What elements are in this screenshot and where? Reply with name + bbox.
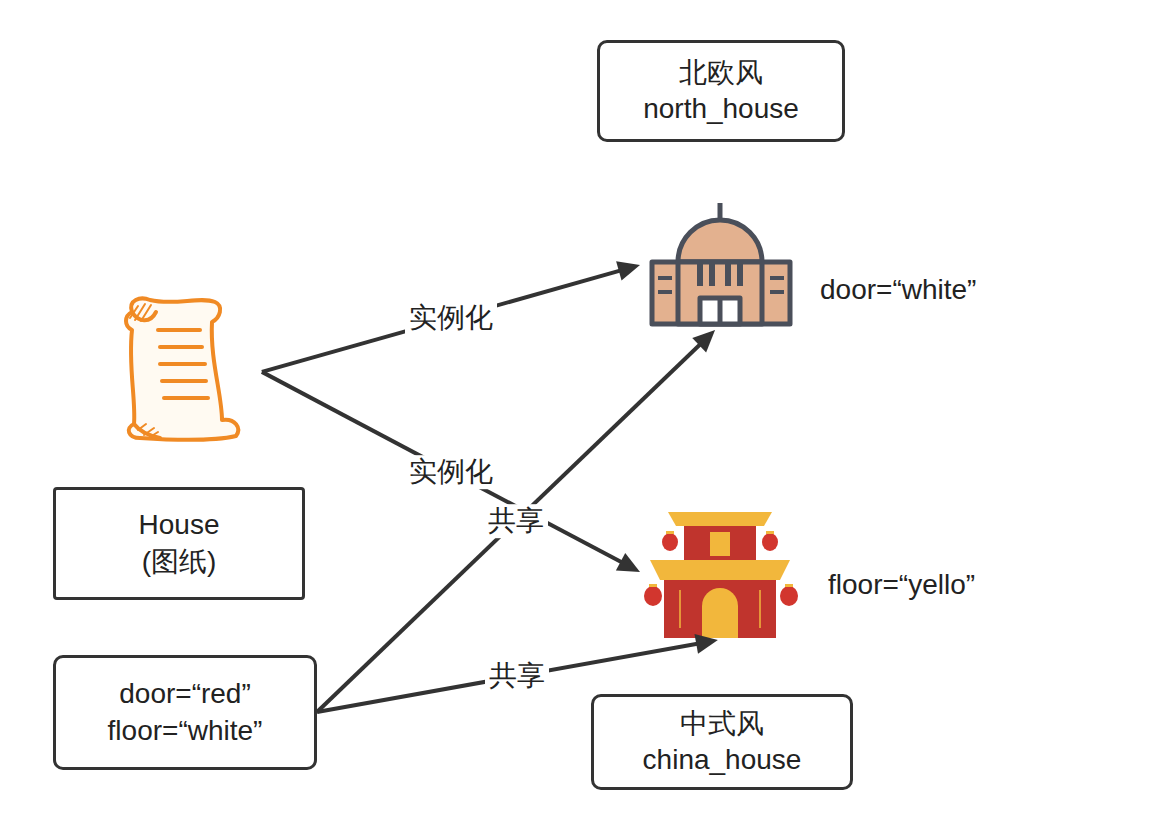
class-blueprint: House (图纸) (53, 295, 305, 600)
scroll-icon (126, 299, 238, 441)
attribute-box: door=“red” floor=“white” (53, 655, 317, 770)
edge-label: 实例化 (405, 455, 497, 489)
blueprint-frame: House (图纸) (53, 487, 305, 600)
style-box: 中式风 china_house (591, 694, 853, 790)
node-text: door=“red” floor=“white” (85, 676, 285, 749)
node-text: 北欧风 north_house (621, 55, 821, 128)
connector-arrow (317, 330, 715, 712)
arrow-head (694, 634, 717, 654)
connector-arrow (262, 261, 640, 371)
attribute-label: door=“white” (820, 272, 976, 308)
connector-arrow (262, 372, 640, 572)
house-instance: door=“white” (640, 200, 1025, 330)
connector-line (262, 270, 623, 372)
edge-label: 实例化 (405, 302, 497, 336)
style-box: 北欧风 north_house (597, 40, 845, 142)
connector-line (317, 342, 702, 712)
north-building-icon (652, 203, 790, 324)
node-text: 中式风 china_house (622, 706, 822, 779)
node-text: House (图纸) (119, 507, 239, 580)
edge-label: 共享 (484, 504, 548, 538)
edge-label: 共享 (485, 659, 549, 693)
house-instance: floor=“yello” (640, 510, 1020, 640)
china-building-icon (644, 512, 798, 638)
arrow-head (616, 553, 640, 572)
arrow-head (692, 330, 715, 352)
arrow-head (616, 261, 640, 280)
attribute-label: floor=“yello” (828, 567, 975, 603)
